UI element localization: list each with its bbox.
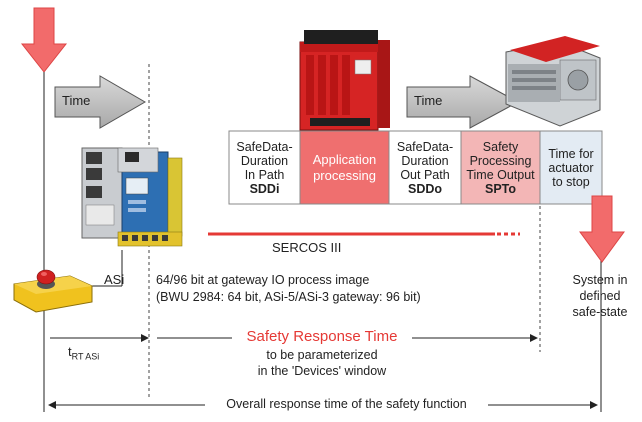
emergency-stop-image xyxy=(13,269,93,313)
time-arrow-1 xyxy=(54,75,146,129)
trt-sub: RT ASi xyxy=(71,351,100,362)
phase-sddo-line3: Out Path xyxy=(400,167,450,182)
phase-box-sddi xyxy=(228,130,301,205)
phase-spto-line3: Time Output xyxy=(466,167,535,182)
srt-sub2: in the 'Devices' window xyxy=(257,364,387,378)
overall-label: Overall response time of the safety func… xyxy=(226,397,467,411)
phase-application-line1: Application xyxy=(312,151,377,167)
start-red-arrow xyxy=(20,7,68,73)
asi-gateway-image xyxy=(81,147,183,247)
safety-controller-image xyxy=(299,30,390,131)
phase-box-application xyxy=(299,130,390,205)
phase-spto-line2: Processing xyxy=(469,153,532,168)
end-state-line2: defined xyxy=(579,289,621,303)
overall-arrowhead-right xyxy=(590,401,598,409)
srt-arrowhead xyxy=(530,334,538,342)
phase-actuator-line2: actuator xyxy=(548,160,594,175)
gateway-note-line2: (BWU 2984: 64 bit, ASi-5/ASi-3 gateway: … xyxy=(156,290,421,304)
phase-application-line2: processing xyxy=(313,167,376,183)
phase-sddo-abbr: SDDo xyxy=(407,181,443,196)
phase-sddi-line1: SafeData- xyxy=(236,139,293,154)
srt-sub1: to be parameterized xyxy=(266,348,378,362)
phase-box-spto xyxy=(460,130,541,205)
time-arrow-2 xyxy=(406,75,520,129)
phase-cell-sddi: SafeData- Duration In Path SDDi xyxy=(229,131,300,204)
end-state-line3: safe-state xyxy=(572,305,628,319)
phase-cell-actuator: Time for actuator to stop xyxy=(540,131,602,204)
srt-title: Safety Response Time xyxy=(246,328,398,345)
phase-actuator-line3: to stop xyxy=(552,174,590,189)
phase-cell-application: Application processing xyxy=(300,131,389,204)
trt-label: tRT ASi xyxy=(68,344,99,362)
end-state-text: System in defined safe-state xyxy=(560,272,640,320)
phase-sddi-line3: In Path xyxy=(244,167,285,182)
end-red-arrow xyxy=(579,195,625,263)
phase-cell-spto: Safety Processing Time Output SPTo xyxy=(461,131,540,204)
time-label-2: Time xyxy=(414,93,443,108)
phase-sddo-line1: SafeData- xyxy=(396,139,454,154)
phase-spto-abbr: SPTo xyxy=(484,181,517,196)
phase-sddo-line2: Duration xyxy=(401,153,449,168)
overall-arrowhead-left xyxy=(48,401,56,409)
phase-sddi-line2: Duration xyxy=(240,153,289,168)
phase-sddi-abbr: SDDi xyxy=(249,181,280,196)
sercos-label: SERCOS III xyxy=(272,240,342,255)
end-state-line1: System in xyxy=(572,273,628,287)
phase-box-actuator xyxy=(539,130,603,205)
trt-arrowhead xyxy=(141,334,149,342)
phase-actuator-line1: Time for xyxy=(548,146,594,161)
asi-label: ASi xyxy=(104,272,125,287)
trt-main: t xyxy=(68,344,72,359)
actuator-image xyxy=(505,36,601,127)
time-label-1: Time xyxy=(62,93,91,108)
gateway-note-line1: 64/96 bit at gateway IO process image xyxy=(156,273,370,287)
phase-spto-line1: Safety xyxy=(482,139,519,154)
phase-boxes xyxy=(228,130,603,205)
phase-cell-sddo: SafeData- Duration Out Path SDDo xyxy=(389,131,461,204)
